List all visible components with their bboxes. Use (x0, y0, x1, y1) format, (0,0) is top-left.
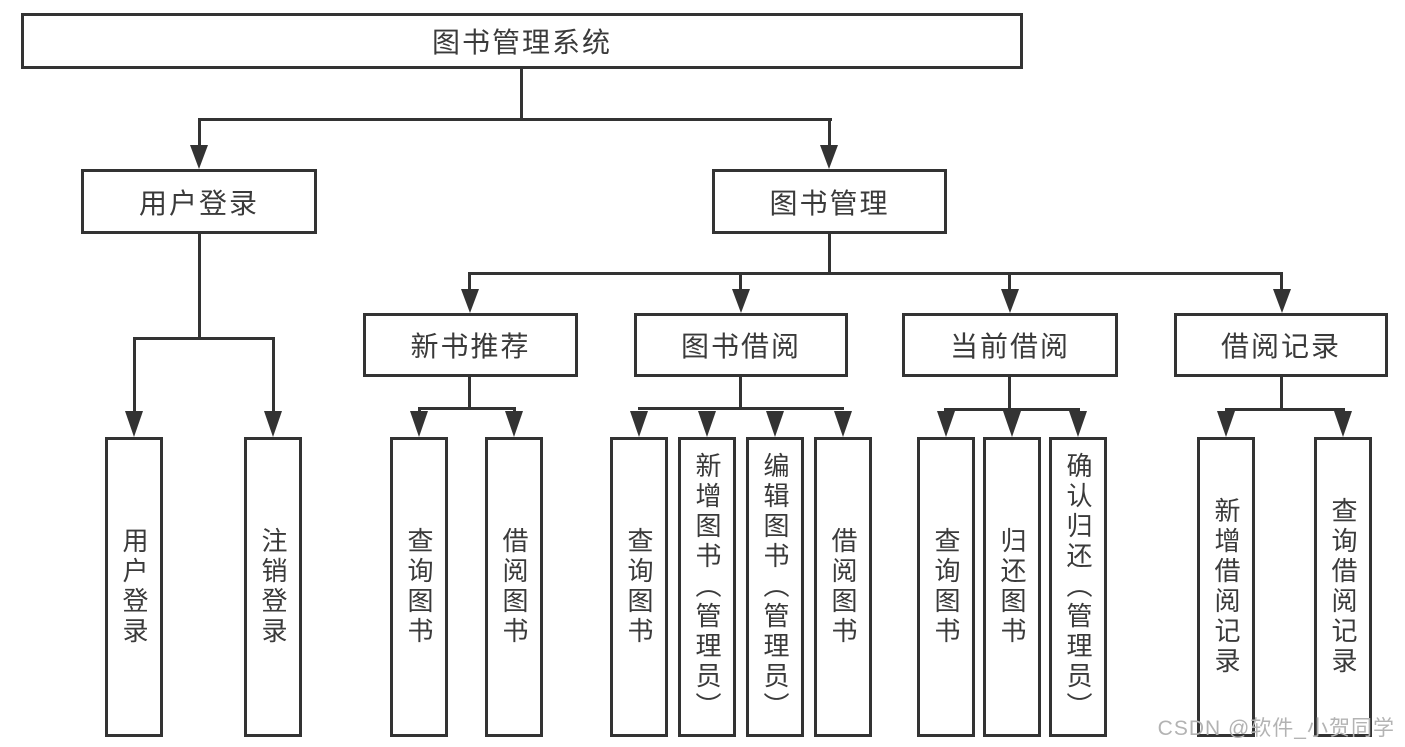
arrow-down-icon (1217, 411, 1235, 437)
arrow-down-icon (410, 411, 428, 437)
connector-line (739, 275, 742, 291)
leaf-query-books-borrowing: 查询图书 (610, 437, 668, 737)
arrow-down-icon (937, 411, 955, 437)
connector-line (198, 121, 201, 147)
connector-line (828, 234, 831, 272)
leaf-label: 查询图书 (624, 527, 654, 647)
node-borrowing-records: 借阅记录 (1174, 313, 1388, 377)
connector-line (828, 121, 831, 147)
node-library-system: 图书管理系统 (21, 13, 1023, 69)
leaf-label: 借阅图书 (828, 527, 858, 647)
arrow-down-icon (698, 411, 716, 437)
connector-line (739, 377, 742, 407)
connector-line (1280, 275, 1283, 291)
connector-line (1280, 377, 1283, 408)
csdn-watermark: CSDN @软件_小贺同学 (1157, 717, 1395, 740)
leaf-label: 查询图书 (931, 527, 961, 647)
leaf-add-borrow-record: 新增借阅记录 (1197, 437, 1255, 737)
node-label: 图书管理系统 (431, 27, 612, 58)
arrow-down-icon (461, 289, 479, 313)
connector-line (468, 272, 1283, 275)
arrow-down-icon (1069, 411, 1087, 437)
leaf-label: 归还图书 (997, 527, 1027, 647)
connector-line (272, 340, 275, 413)
leaf-add-books-admin: 新增图书（管理员） (678, 437, 736, 737)
leaf-query-books-recommend: 查询图书 (390, 437, 448, 737)
arrow-down-icon (630, 411, 648, 437)
leaf-logout: 注销登录 (244, 437, 302, 737)
node-book-borrowing: 图书借阅 (634, 313, 848, 377)
node-label: 当前借阅 (949, 331, 1070, 362)
arrow-down-icon (1001, 289, 1019, 313)
connector-line (133, 340, 136, 413)
arrow-down-icon (1273, 289, 1291, 313)
connector-line (944, 408, 1080, 411)
leaf-label: 借阅图书 (499, 527, 529, 647)
leaf-label: 注销登录 (258, 527, 288, 647)
leaf-borrow-books-borrowing: 借阅图书 (814, 437, 872, 737)
arrow-down-icon (766, 411, 784, 437)
node-label: 借阅记录 (1220, 331, 1341, 362)
connector-line (520, 69, 523, 118)
leaf-label: 查询借阅记录 (1328, 497, 1358, 677)
connector-line (1008, 275, 1011, 291)
node-label: 图书借阅 (680, 331, 801, 362)
node-label: 用户登录 (138, 187, 259, 219)
node-label: 新书推荐 (410, 331, 531, 362)
leaf-label: 编辑图书（管理员） (760, 452, 790, 722)
node-label: 图书管理 (769, 187, 890, 219)
arrow-down-icon (834, 411, 852, 437)
leaf-query-borrow-record: 查询借阅记录 (1314, 437, 1372, 737)
arrow-down-icon (820, 145, 838, 169)
node-book-management: 图书管理 (712, 169, 947, 234)
connector-line (638, 407, 844, 410)
connector-line (418, 407, 516, 410)
arrow-down-icon (732, 289, 750, 313)
arrow-down-icon (125, 411, 143, 437)
arrow-down-icon (264, 411, 282, 437)
leaf-label: 新增图书（管理员） (692, 452, 722, 722)
leaf-confirm-return-admin: 确认归还（管理员） (1049, 437, 1107, 737)
leaf-edit-books-admin: 编辑图书（管理员） (746, 437, 804, 737)
node-new-book-recommend: 新书推荐 (363, 313, 578, 377)
node-current-borrowing: 当前借阅 (902, 313, 1118, 377)
connector-line (468, 377, 471, 407)
connector-line (468, 275, 471, 291)
arrow-down-icon (1334, 411, 1352, 437)
connector-line (133, 337, 275, 340)
connector-line (1008, 377, 1011, 408)
leaf-label: 用户登录 (119, 527, 149, 647)
leaf-user-login: 用户登录 (105, 437, 163, 737)
leaf-query-books-current: 查询图书 (917, 437, 975, 737)
leaf-label: 确认归还（管理员） (1063, 452, 1093, 722)
leaf-borrow-books-recommend: 借阅图书 (485, 437, 543, 737)
node-user-login: 用户登录 (81, 169, 317, 234)
leaf-return-books: 归还图书 (983, 437, 1041, 737)
connector-line (198, 234, 201, 337)
arrow-down-icon (505, 411, 523, 437)
connector-line (198, 118, 832, 121)
connector-line (1225, 408, 1345, 411)
arrow-down-icon (190, 145, 208, 169)
arrow-down-icon (1003, 411, 1021, 437)
leaf-label: 查询图书 (404, 527, 434, 647)
leaf-label: 新增借阅记录 (1211, 497, 1241, 677)
